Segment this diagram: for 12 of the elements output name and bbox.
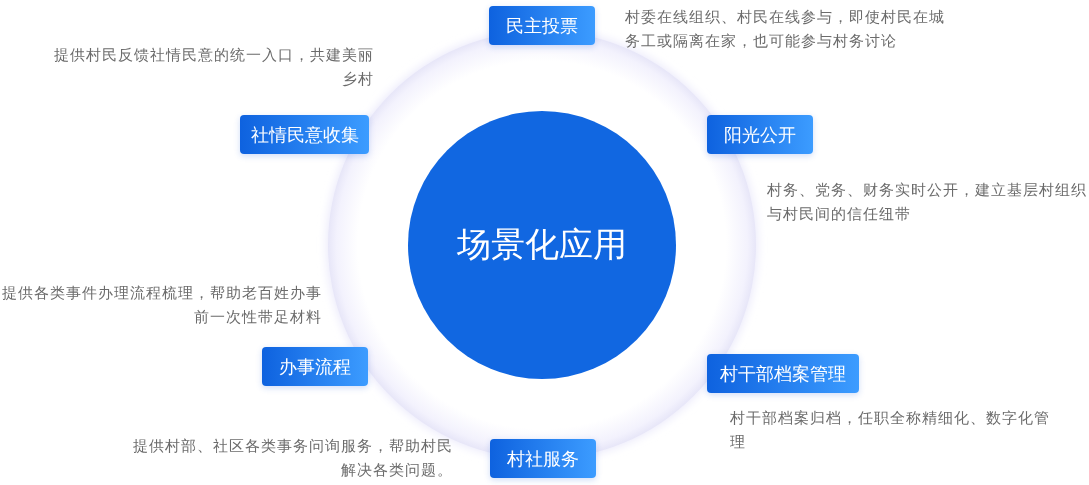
feature-tag: 办事流程 (262, 347, 368, 386)
description-text: 村干部档案归档，任职全称精细化、数字化管理 (730, 408, 1051, 452)
description-text: 提供村民反馈社情民意的统一入口，共建美丽乡村 (53, 45, 374, 89)
description-text: 村委在线组织、村民在线参与，即使村民在城务工或隔离在家，也可能参与村务讨论 (625, 7, 946, 51)
description-text: 村务、党务、财务实时公开，建立基层村组织与村民间的信任纽带 (767, 180, 1088, 224)
feature-tag: 村干部档案管理 (707, 354, 859, 393)
feature-tag: 民主投票 (489, 6, 595, 45)
description-text: 提供村部、社区各类事务问询服务，帮助村民解决各类问题。 (132, 436, 453, 480)
description-text: 提供各类事件办理流程梳理，帮助老百姓办事前一次性带足材料 (1, 283, 322, 327)
feature-tag: 阳光公开 (707, 115, 813, 154)
feature-tag: 村社服务 (490, 439, 596, 478)
feature-tag: 社情民意收集 (240, 115, 369, 154)
